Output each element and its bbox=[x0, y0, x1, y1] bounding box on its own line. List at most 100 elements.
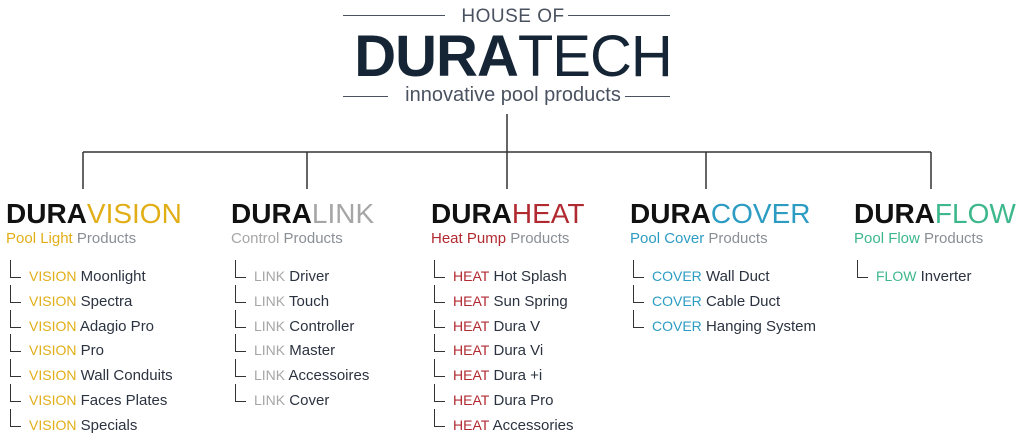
list-item[interactable]: HEAT Sun Spring bbox=[432, 284, 574, 314]
header: HOUSE OF DURATECH innovative pool produc… bbox=[0, 0, 1026, 110]
item-prefix: HEAT bbox=[453, 367, 490, 384]
list-item[interactable]: HEAT Hot Splash bbox=[432, 260, 574, 289]
subtitle-colored: Control bbox=[231, 230, 280, 247]
product-list-duracover: COVER Wall Duct COVER Cable Duct COVER H… bbox=[631, 260, 817, 339]
product-list-duravision: VISION Moonlight VISION Spectra VISION A… bbox=[8, 260, 173, 438]
brand-duravision: DURAVISION Pool Light Products bbox=[6, 197, 182, 248]
list-item[interactable]: HEAT Dura V bbox=[432, 309, 574, 339]
list-item[interactable]: VISION Wall Conduits bbox=[8, 359, 173, 388]
brand-duralink: DURALINK Control Products bbox=[231, 197, 374, 248]
item-prefix: LINK bbox=[254, 367, 286, 384]
logo-bold-part: DURA bbox=[354, 24, 519, 89]
item-prefix: LINK bbox=[254, 342, 286, 359]
tree-bracket bbox=[434, 359, 445, 378]
list-item[interactable]: LINK Controller bbox=[233, 309, 369, 339]
item-prefix: VISION bbox=[29, 391, 77, 408]
list-item[interactable]: FLOW Inverter bbox=[855, 260, 971, 289]
item-prefix: HEAT bbox=[453, 416, 490, 433]
list-item[interactable]: COVER Cable Duct bbox=[631, 284, 816, 314]
brand-name-light: FLOW bbox=[934, 198, 1016, 229]
tree-bracket bbox=[434, 383, 445, 402]
list-item[interactable]: HEAT Accessories bbox=[432, 408, 574, 438]
item-label: Controller bbox=[289, 317, 355, 335]
list-item[interactable]: COVER Hanging System bbox=[631, 309, 817, 339]
list-item[interactable]: VISION Faces Plates bbox=[8, 383, 173, 413]
product-list-duraflow: FLOW Inverter bbox=[855, 260, 971, 289]
item-prefix: LINK bbox=[254, 391, 286, 408]
subtitle-colored: Pool Flow bbox=[854, 230, 920, 247]
item-label: Wall Duct bbox=[705, 268, 770, 285]
product-list-duralink: LINK Driver LINK Touch LINK Controller L… bbox=[233, 260, 369, 413]
brand-name-bold: DURA bbox=[630, 198, 711, 229]
item-label: Cable Duct bbox=[705, 292, 781, 310]
subtitle-rest: Products bbox=[506, 230, 570, 247]
item-prefix: VISION bbox=[29, 268, 77, 284]
tree-bracket bbox=[434, 408, 445, 427]
brand-subtitle: Pool Cover Products bbox=[630, 230, 810, 248]
brand-subtitle: Heat Pump Products bbox=[431, 230, 585, 248]
item-label: Dura Pro bbox=[493, 391, 554, 409]
list-item[interactable]: HEAT Dura Pro bbox=[432, 383, 574, 413]
brand-name-light: LINK bbox=[311, 198, 375, 229]
list-item[interactable]: VISION Specials bbox=[8, 408, 173, 438]
subtitle-rest: Products bbox=[704, 230, 768, 247]
brand-title: DURAHEAT bbox=[431, 197, 585, 231]
item-label: Dura +i bbox=[493, 367, 543, 385]
tagline: innovative pool products bbox=[405, 84, 621, 106]
brand-name-light: VISION bbox=[86, 198, 182, 229]
brand-subtitle: Control Products bbox=[231, 230, 374, 248]
item-prefix: VISION bbox=[29, 367, 77, 384]
item-label: Wall Conduits bbox=[80, 367, 173, 385]
tree-bracket bbox=[235, 383, 246, 402]
list-item[interactable]: HEAT Dura +i bbox=[432, 359, 574, 388]
subtitle-colored: Heat Pump bbox=[431, 230, 507, 247]
item-prefix: HEAT bbox=[453, 292, 490, 309]
brand-subtitle: Pool Flow Products bbox=[854, 230, 1016, 248]
brand-name-bold: DURA bbox=[6, 198, 87, 229]
duratech-logo: DURATECH bbox=[0, 24, 1026, 90]
item-prefix: LINK bbox=[254, 268, 286, 284]
subtitle-rest: Products bbox=[72, 230, 137, 247]
brand-name-light: COVER bbox=[710, 198, 811, 229]
list-item[interactable]: VISION Moonlight bbox=[8, 260, 173, 289]
brand-title: DURAVISION bbox=[6, 197, 182, 231]
list-item[interactable]: LINK Accessoires bbox=[233, 359, 369, 388]
brand-title: DURACOVER bbox=[630, 197, 810, 231]
item-prefix: HEAT bbox=[453, 317, 490, 334]
tree-bracket bbox=[10, 284, 21, 303]
tree-bracket bbox=[235, 284, 246, 303]
item-prefix: VISION bbox=[29, 317, 77, 334]
tree-bracket bbox=[434, 260, 445, 278]
list-item[interactable]: LINK Driver bbox=[233, 260, 369, 289]
tree-bracket bbox=[235, 359, 246, 378]
tree-bracket bbox=[633, 260, 644, 278]
list-item[interactable]: HEAT Dura Vi bbox=[432, 334, 574, 363]
item-label: Specials bbox=[80, 416, 138, 434]
list-item[interactable]: VISION Pro bbox=[8, 334, 173, 363]
item-prefix: HEAT bbox=[453, 268, 490, 284]
list-item[interactable]: LINK Cover bbox=[233, 383, 369, 413]
tree-bracket bbox=[235, 334, 246, 353]
item-label: Hot Splash bbox=[493, 268, 567, 285]
item-label: Pro bbox=[80, 342, 104, 360]
tree-bracket bbox=[235, 260, 246, 278]
item-prefix: VISION bbox=[29, 416, 77, 433]
item-label: Cover bbox=[289, 391, 330, 409]
list-item[interactable]: LINK Master bbox=[233, 334, 369, 363]
brand-subtitle: Pool Light Products bbox=[6, 230, 182, 248]
list-item[interactable]: COVER Wall Duct bbox=[631, 260, 816, 289]
item-label: Hanging System bbox=[705, 317, 817, 335]
brand-name-bold: DURA bbox=[231, 198, 312, 229]
list-item[interactable]: VISION Spectra bbox=[8, 284, 173, 314]
list-item[interactable]: LINK Touch bbox=[233, 284, 369, 314]
tree-bracket bbox=[10, 359, 21, 378]
tree-bracket bbox=[10, 408, 21, 427]
item-label: Dura V bbox=[493, 317, 541, 335]
item-label: Faces Plates bbox=[80, 391, 168, 409]
tree-bracket bbox=[10, 383, 21, 402]
item-label: Driver bbox=[289, 268, 330, 285]
item-label: Master bbox=[289, 342, 336, 360]
list-item[interactable]: VISION Adagio Pro bbox=[8, 309, 173, 339]
brand-duraflow: DURAFLOW Pool Flow Products bbox=[854, 197, 1016, 248]
